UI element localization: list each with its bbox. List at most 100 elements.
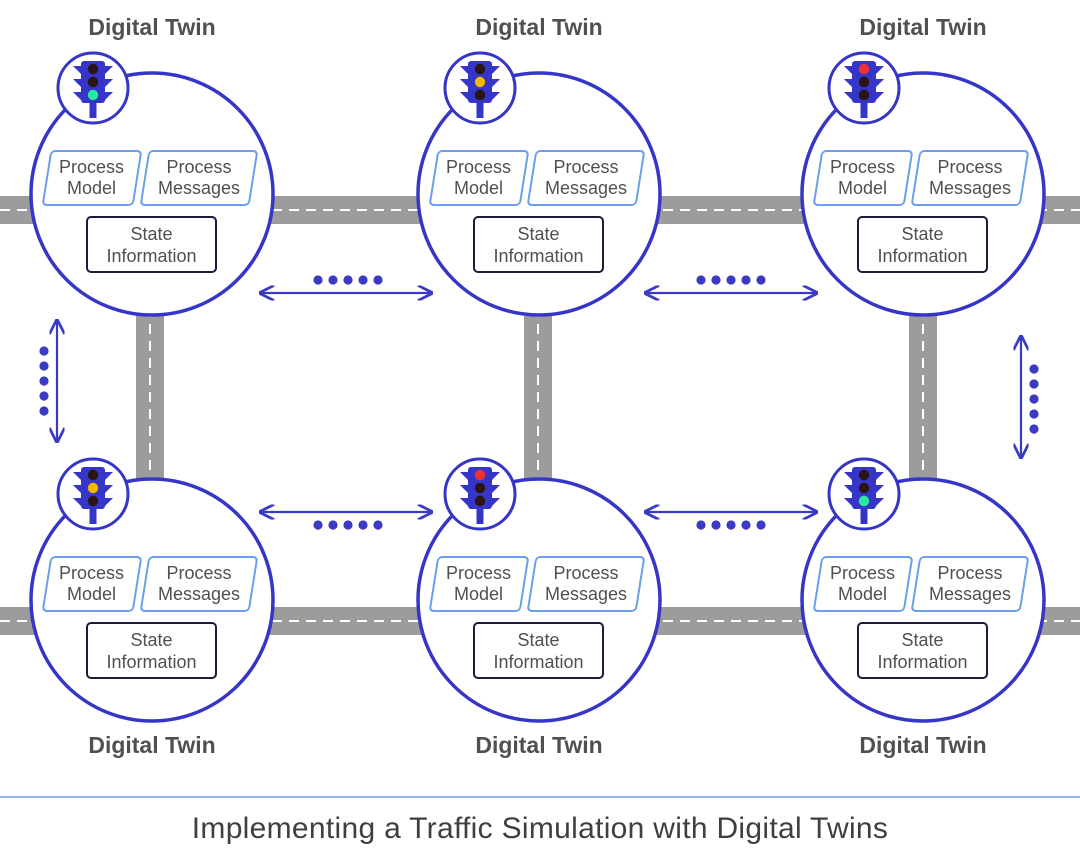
process-model-box-line: Process: [59, 563, 125, 583]
state-information-line: Information: [106, 651, 197, 672]
traffic-light-lamp-green: [858, 495, 870, 507]
process-model-box-line: Process: [830, 563, 896, 583]
digital-twin-label: Digital Twin: [88, 732, 216, 758]
traffic-light-lamp-yellow: [858, 482, 870, 494]
link-vertical-right-dot: [1029, 379, 1039, 389]
traffic-light-pole: [89, 98, 97, 118]
state-information-line: State: [130, 629, 173, 650]
traffic-light-icon: [443, 457, 517, 531]
link-top-right-dot: [726, 275, 736, 285]
traffic-light-lamp-red: [858, 63, 870, 75]
traffic-light-pole: [860, 98, 868, 118]
traffic-light-lamp-green: [87, 495, 99, 507]
link-top-left-dot: [328, 275, 338, 285]
traffic-light-lamp-red: [87, 63, 99, 75]
link-bottom-left-dot: [343, 520, 353, 530]
link-bottom-right-dot: [711, 520, 721, 530]
process-messages-box-line: Process: [553, 563, 619, 583]
link-vertical-left-dot: [39, 391, 49, 401]
traffic-light-lamp-green: [474, 89, 486, 101]
link-top-right-dot: [756, 275, 766, 285]
process-model-box-line: Process: [830, 157, 896, 177]
process-messages-box-line: Process: [166, 157, 232, 177]
link-bottom-right-dot: [696, 520, 706, 530]
traffic-light-pole: [476, 504, 484, 524]
link-top-left-dot: [358, 275, 368, 285]
link-top-left-dot: [343, 275, 353, 285]
process-messages-box-line: Messages: [928, 178, 1012, 198]
link-bottom-left-dot: [313, 520, 323, 530]
state-information-line: Information: [493, 651, 584, 672]
process-model-box-line: Process: [446, 157, 512, 177]
process-messages-box-line: Messages: [157, 178, 241, 198]
process-model-box-line: Model: [454, 178, 504, 198]
traffic-light-lamp-red: [474, 469, 486, 481]
traffic-light-pole: [860, 504, 868, 524]
traffic-light-icon: [56, 457, 130, 531]
process-model-box-line: Process: [59, 157, 125, 177]
process-messages-box-line: Messages: [157, 584, 241, 604]
traffic-light-pole: [89, 504, 97, 524]
state-information-line: State: [901, 223, 944, 244]
process-messages-box-line: Process: [166, 563, 232, 583]
link-bottom-left-dot: [358, 520, 368, 530]
link-bottom-right-dot: [741, 520, 751, 530]
state-information-line: Information: [106, 245, 197, 266]
traffic-light-lamp-yellow: [474, 482, 486, 494]
link-bottom-right-dot: [756, 520, 766, 530]
process-messages-box-line: Messages: [928, 584, 1012, 604]
traffic-light-lamp-red: [87, 469, 99, 481]
digital-twin-label: Digital Twin: [88, 14, 216, 40]
traffic-light-lamp-yellow: [87, 76, 99, 88]
link-bottom-left-dot: [328, 520, 338, 530]
link-top-right-dot: [696, 275, 706, 285]
state-information-line: Information: [493, 245, 584, 266]
traffic-light-icon: [827, 51, 901, 125]
process-messages-box-line: Process: [937, 563, 1003, 583]
process-model-box-line: Model: [67, 584, 117, 604]
link-top-left-dot: [373, 275, 383, 285]
digital-twin-label: Digital Twin: [859, 732, 987, 758]
digital-twin-label: Digital Twin: [475, 14, 603, 40]
traffic-light-icon: [827, 457, 901, 531]
link-vertical-left-dot: [39, 376, 49, 386]
link-vertical-left-dot: [39, 346, 49, 356]
traffic-light-lamp-yellow: [474, 76, 486, 88]
link-vertical-right-dot: [1029, 364, 1039, 374]
link-vertical-left-dot: [39, 361, 49, 371]
traffic-light-icon: [56, 51, 130, 125]
process-model-box-line: Model: [67, 178, 117, 198]
digital-twin-label: Digital Twin: [475, 732, 603, 758]
link-bottom-right-dot: [726, 520, 736, 530]
state-information-line: Information: [877, 651, 968, 672]
state-information-line: Information: [877, 245, 968, 266]
link-top-right-dot: [741, 275, 751, 285]
process-messages-box-line: Messages: [544, 178, 628, 198]
process-messages-box-line: Process: [553, 157, 619, 177]
state-information-line: State: [901, 629, 944, 650]
traffic-light-pole: [476, 98, 484, 118]
traffic-light-lamp-green: [87, 89, 99, 101]
diagram-caption: Implementing a Traffic Simulation with D…: [191, 812, 889, 845]
process-model-box-line: Model: [454, 584, 504, 604]
traffic-light-lamp-red: [858, 469, 870, 481]
traffic-light-icon: [443, 51, 517, 125]
process-model-box-line: Process: [446, 563, 512, 583]
link-vertical-right-dot: [1029, 394, 1039, 404]
